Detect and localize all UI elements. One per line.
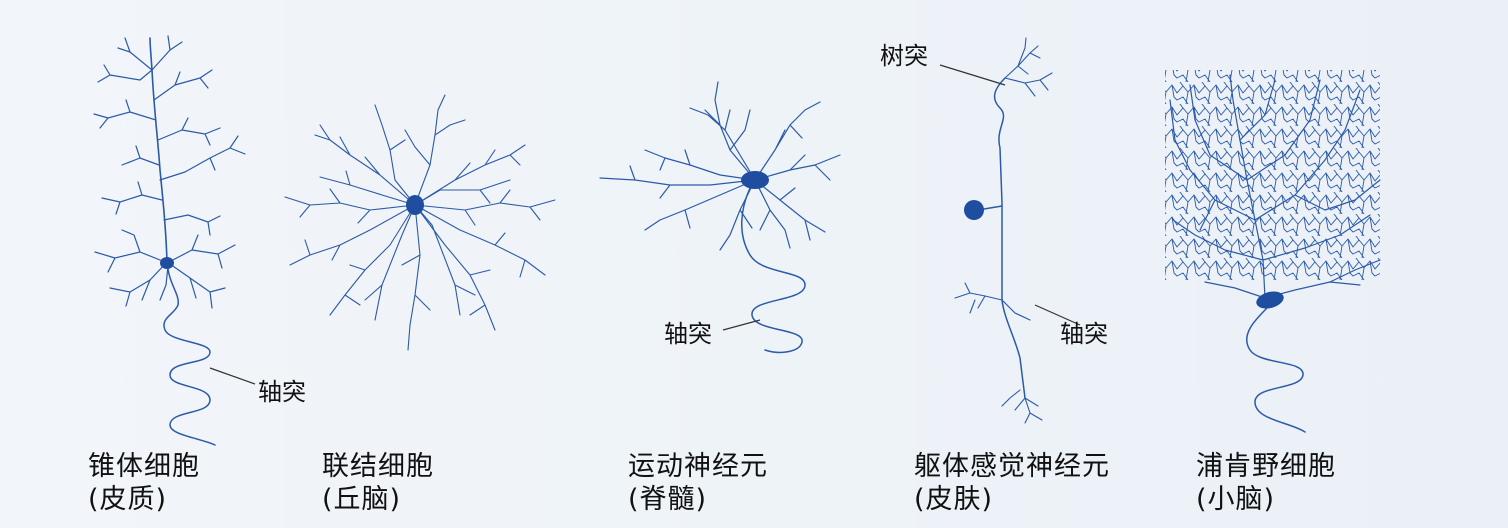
motor-caption: 运动神经元 (脊髓)	[628, 450, 768, 516]
somatosensory-region: (皮肤)	[914, 484, 994, 515]
pyramidal-region: (皮质)	[88, 484, 168, 515]
somatosensory-dendrite-leader	[939, 64, 1006, 86]
association-name: 联结细胞	[322, 451, 434, 482]
motor-name: 运动神经元	[628, 451, 768, 482]
purkinje-caption: 浦肯野细胞 (小脑)	[1196, 450, 1336, 516]
association-region: (丘脑)	[322, 484, 402, 515]
somatosensory-dendrite-label: 树突	[880, 42, 928, 70]
motor-region: (脊髓)	[628, 484, 708, 515]
purkinje-cell-drawing	[1165, 70, 1381, 433]
motor-axon-leader	[722, 319, 761, 331]
pyramidal-caption: 锥体细胞 (皮质)	[88, 450, 200, 516]
association-cell-drawing	[284, 94, 556, 351]
motor-neuron-drawing	[599, 81, 841, 354]
purkinje-name: 浦肯野细胞	[1196, 451, 1336, 482]
pyramidal-name: 锥体细胞	[88, 451, 200, 482]
somatosensory-neuron-drawing	[954, 37, 1053, 424]
motor-axon-label: 轴突	[664, 320, 712, 348]
somatosensory-axon-leader	[1034, 304, 1081, 326]
somatosensory-name: 躯体感觉神经元	[914, 451, 1110, 482]
pyramidal-axon-leader	[209, 367, 256, 385]
pyramidal-axon-label: 轴突	[258, 378, 306, 406]
somatosensory-caption: 躯体感觉神经元 (皮肤)	[914, 450, 1110, 516]
purkinje-region: (小脑)	[1196, 484, 1276, 515]
somatosensory-axon-label: 轴突	[1060, 320, 1108, 348]
pyramidal-cell-drawing	[93, 35, 246, 446]
association-caption: 联结细胞 (丘脑)	[322, 450, 434, 516]
